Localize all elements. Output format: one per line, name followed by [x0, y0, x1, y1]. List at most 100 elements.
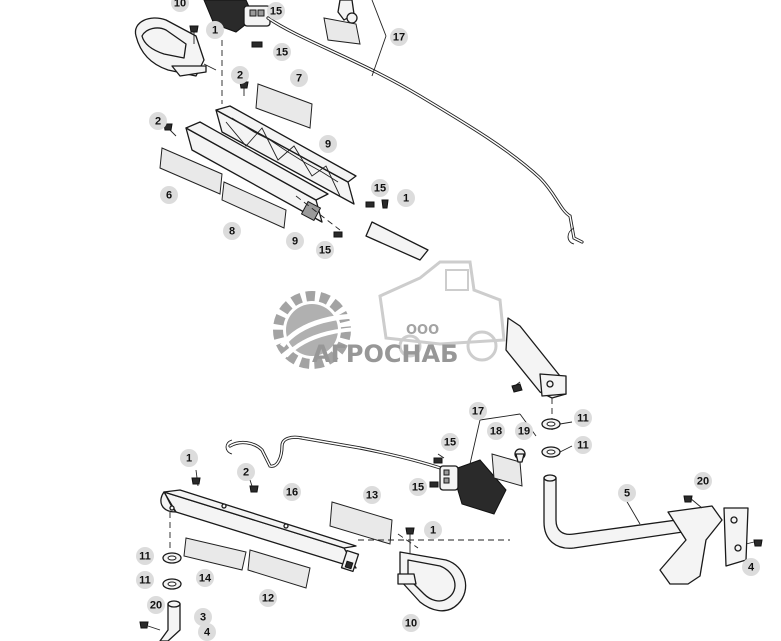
decal-14 [183, 537, 247, 571]
callout-15-b: 15 [273, 43, 291, 61]
callout-label: 11 [577, 440, 589, 452]
callout-3: 3 [194, 608, 212, 626]
decal-top-right [323, 17, 361, 45]
callout-label: 4 [204, 627, 211, 639]
callout-2-b: 2 [149, 112, 167, 130]
callout-7: 7 [290, 69, 308, 87]
washer-11-a [541, 418, 573, 430]
callout-9-a: 9 [319, 135, 337, 153]
callout-label: 7 [296, 73, 302, 85]
callout-label: 12 [262, 593, 274, 605]
bracket-bottom [397, 551, 467, 612]
washer-11-b [541, 445, 573, 458]
callout-2-c: 2 [237, 463, 255, 481]
top-assembly [134, 0, 584, 261]
watermark: ООО АГРОСНАБ [273, 260, 506, 369]
callout-label: 20 [150, 600, 162, 612]
washer-11-c [162, 552, 182, 564]
callout-11-b: 11 [574, 436, 592, 454]
callout-label: 2 [237, 70, 243, 82]
callout-20-b: 20 [147, 596, 165, 614]
callout-label: 15 [276, 47, 288, 59]
callout-18: 18 [487, 422, 505, 440]
callout-1-a: 1 [206, 21, 224, 39]
callout-6: 6 [160, 186, 178, 204]
callout-label: 1 [212, 25, 218, 37]
decal-7 [255, 83, 313, 129]
reflector-bar-9 [215, 105, 357, 205]
reflector-bar-16 [160, 489, 360, 573]
callout-15-f: 15 [409, 478, 427, 496]
callout-13: 13 [363, 486, 381, 504]
callout-label: 8 [229, 226, 235, 238]
callout-8: 8 [223, 222, 241, 240]
callout-label: 2 [155, 116, 161, 128]
callout-label: 15 [319, 245, 331, 257]
callout-11-c: 11 [136, 547, 154, 565]
callout-11-d: 11 [136, 571, 154, 589]
callout-label: 16 [286, 487, 298, 499]
callout-11-a: 11 [574, 409, 592, 427]
beam-partial-top [365, 221, 429, 261]
callout-4-a: 4 [742, 558, 760, 576]
callout-label: 19 [518, 426, 530, 438]
arm-right-middle [505, 317, 567, 430]
callout-10-bot: 10 [402, 614, 420, 632]
callout-14: 14 [196, 569, 214, 587]
callout-label: 1 [403, 193, 409, 205]
callout-1-d: 1 [424, 521, 442, 539]
screw-2-b [163, 123, 177, 137]
bulb-top [337, 0, 358, 24]
washer-11-d [162, 578, 182, 590]
callout-15-a: 15 [267, 2, 285, 20]
callout-label: 17 [393, 32, 405, 44]
bracket-top [134, 17, 217, 77]
watermark-prefix: ООО [406, 323, 439, 338]
callout-5: 5 [618, 484, 636, 502]
clip-15-bottom [429, 453, 445, 488]
decal-13 [329, 501, 393, 545]
callout-17-mid: 17 [469, 402, 487, 420]
screw-1-a [189, 25, 199, 44]
callout-label: 5 [624, 488, 630, 500]
callout-label: 15 [412, 482, 424, 494]
clip-15-top [251, 41, 389, 238]
callout-1-b: 1 [397, 189, 415, 207]
decal-8 [221, 181, 287, 229]
screw-1-c [191, 469, 201, 487]
callout-2-a: 2 [231, 66, 249, 84]
callout-label: 1 [430, 525, 436, 537]
callout-label: 11 [139, 575, 151, 587]
callout-label: 10 [405, 618, 417, 630]
callout-label: 9 [325, 139, 331, 151]
callout-19: 19 [515, 422, 533, 440]
callout-label: 20 [697, 476, 709, 488]
harvester-silhouette [378, 260, 506, 362]
callout-label: 13 [366, 490, 378, 502]
callout-16: 16 [283, 483, 301, 501]
bulb-19 [514, 448, 526, 463]
callout-9-b: 9 [286, 232, 304, 250]
screw-2-a [239, 81, 249, 96]
callout-label: 2 [243, 467, 249, 479]
post-3 [139, 600, 181, 641]
decal-6 [159, 147, 223, 195]
callout-15-d: 15 [316, 241, 334, 259]
wire-harness-top [266, 0, 584, 245]
callout-label: 9 [292, 236, 298, 248]
gear-logo-icon [273, 291, 385, 369]
callout-label: 15 [374, 183, 386, 195]
callout-12: 12 [259, 589, 277, 607]
callout-15-e: 15 [441, 433, 459, 451]
callout-label: 6 [166, 190, 172, 202]
callout-4-b: 4 [198, 623, 216, 641]
wire-harness-bottom [225, 435, 454, 474]
callout-label: 3 [200, 612, 206, 624]
callout-20-a: 20 [694, 472, 712, 490]
lamp-bottom [439, 413, 537, 515]
callout-17-top: 17 [390, 28, 408, 46]
mount-bar-9 [185, 121, 329, 223]
callout-label: 15 [270, 6, 282, 18]
